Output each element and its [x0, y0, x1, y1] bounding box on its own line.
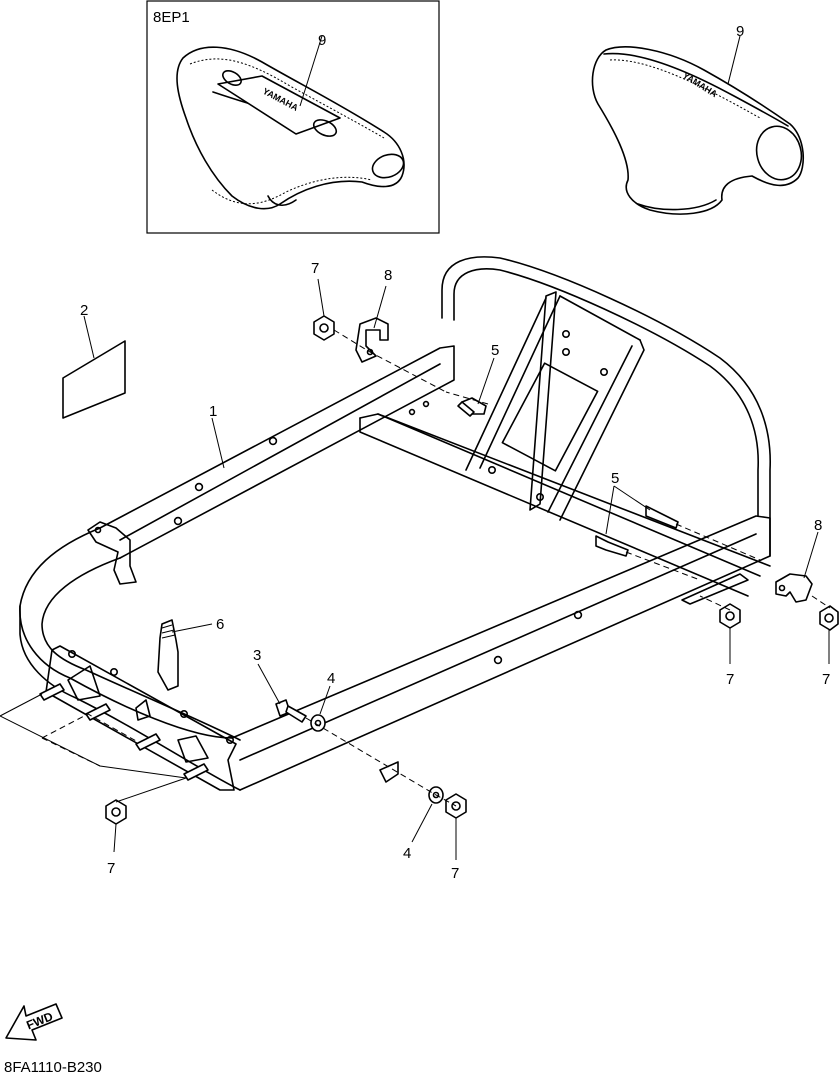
callout-8-right: 8 [814, 517, 822, 534]
callout-numbers: 9 9 7 8 2 5 1 5 8 6 3 4 7 7 7 4 7 [80, 23, 830, 882]
clamp-8a [355, 317, 389, 363]
callout-6: 6 [216, 616, 224, 633]
leader-lines [83, 35, 830, 860]
callout-4-lower: 4 [403, 845, 411, 862]
callout-3: 3 [253, 647, 261, 664]
inset-box: 8EP1 [146, 0, 440, 234]
callout-9-inset: 9 [318, 32, 326, 49]
clamp-8b [775, 573, 813, 603]
bolt-5c [595, 535, 629, 557]
washer-4a [310, 714, 326, 732]
bolt-5a [457, 397, 487, 417]
front-studs [39, 683, 209, 781]
inset-label: 8EP1 [153, 9, 190, 26]
callout-7-right: 7 [726, 671, 734, 688]
bolt-3 [275, 699, 307, 723]
callout-4-upper: 4 [327, 670, 335, 687]
fwd-label: FWD [24, 1009, 55, 1032]
nut-7d [105, 799, 127, 825]
fwd-arrow: FWD [5, 1003, 63, 1041]
callout-9: 9 [736, 23, 744, 40]
assembly-lines [0, 329, 831, 807]
callout-7-top: 7 [311, 260, 319, 277]
frame-assembly [19, 256, 772, 791]
nut-7c [819, 605, 839, 631]
callout-7-far-right: 7 [822, 671, 830, 688]
nut-7b [719, 603, 741, 629]
bolt-5b [645, 505, 679, 529]
callout-2: 2 [80, 302, 88, 319]
handle-cover-inset: YAMAHA [176, 46, 405, 210]
handle-cover: YAMAHA [591, 46, 805, 215]
callout-8-top: 8 [384, 267, 392, 284]
label-plate [62, 340, 126, 419]
callout-7-front: 7 [107, 860, 115, 877]
callout-5-top: 5 [491, 342, 499, 359]
callout-7-bottom: 7 [451, 865, 459, 882]
callout-5-right: 5 [611, 470, 619, 487]
diagram-code: 8FA1110-B230 [4, 1059, 102, 1076]
clip-part [157, 619, 179, 691]
callout-1: 1 [209, 403, 217, 420]
nut-7a [313, 315, 335, 341]
